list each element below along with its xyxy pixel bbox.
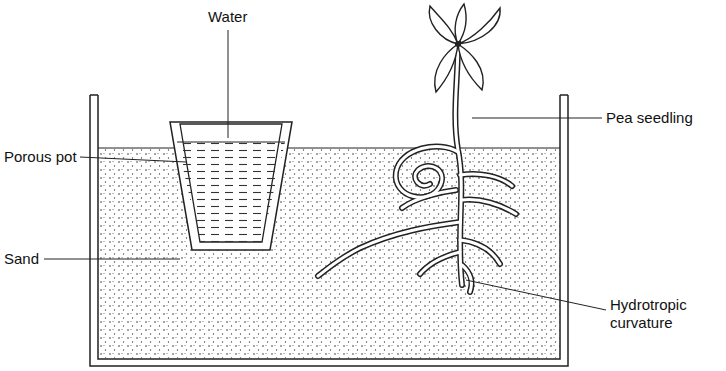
sand-fill (98, 148, 560, 359)
water (177, 142, 285, 242)
curvature-label: Hydrotropic curvature (610, 296, 720, 332)
sand-label: Sand (4, 250, 44, 268)
porous-pot (170, 122, 292, 250)
pot-label: Porous pot (4, 148, 80, 166)
leader-lines (44, 30, 606, 310)
pea-seedling (318, 4, 516, 292)
container (90, 95, 568, 366)
sand-surface (98, 147, 560, 148)
seedling-label: Pea seedling (606, 109, 718, 127)
water-label: Water (208, 8, 268, 26)
